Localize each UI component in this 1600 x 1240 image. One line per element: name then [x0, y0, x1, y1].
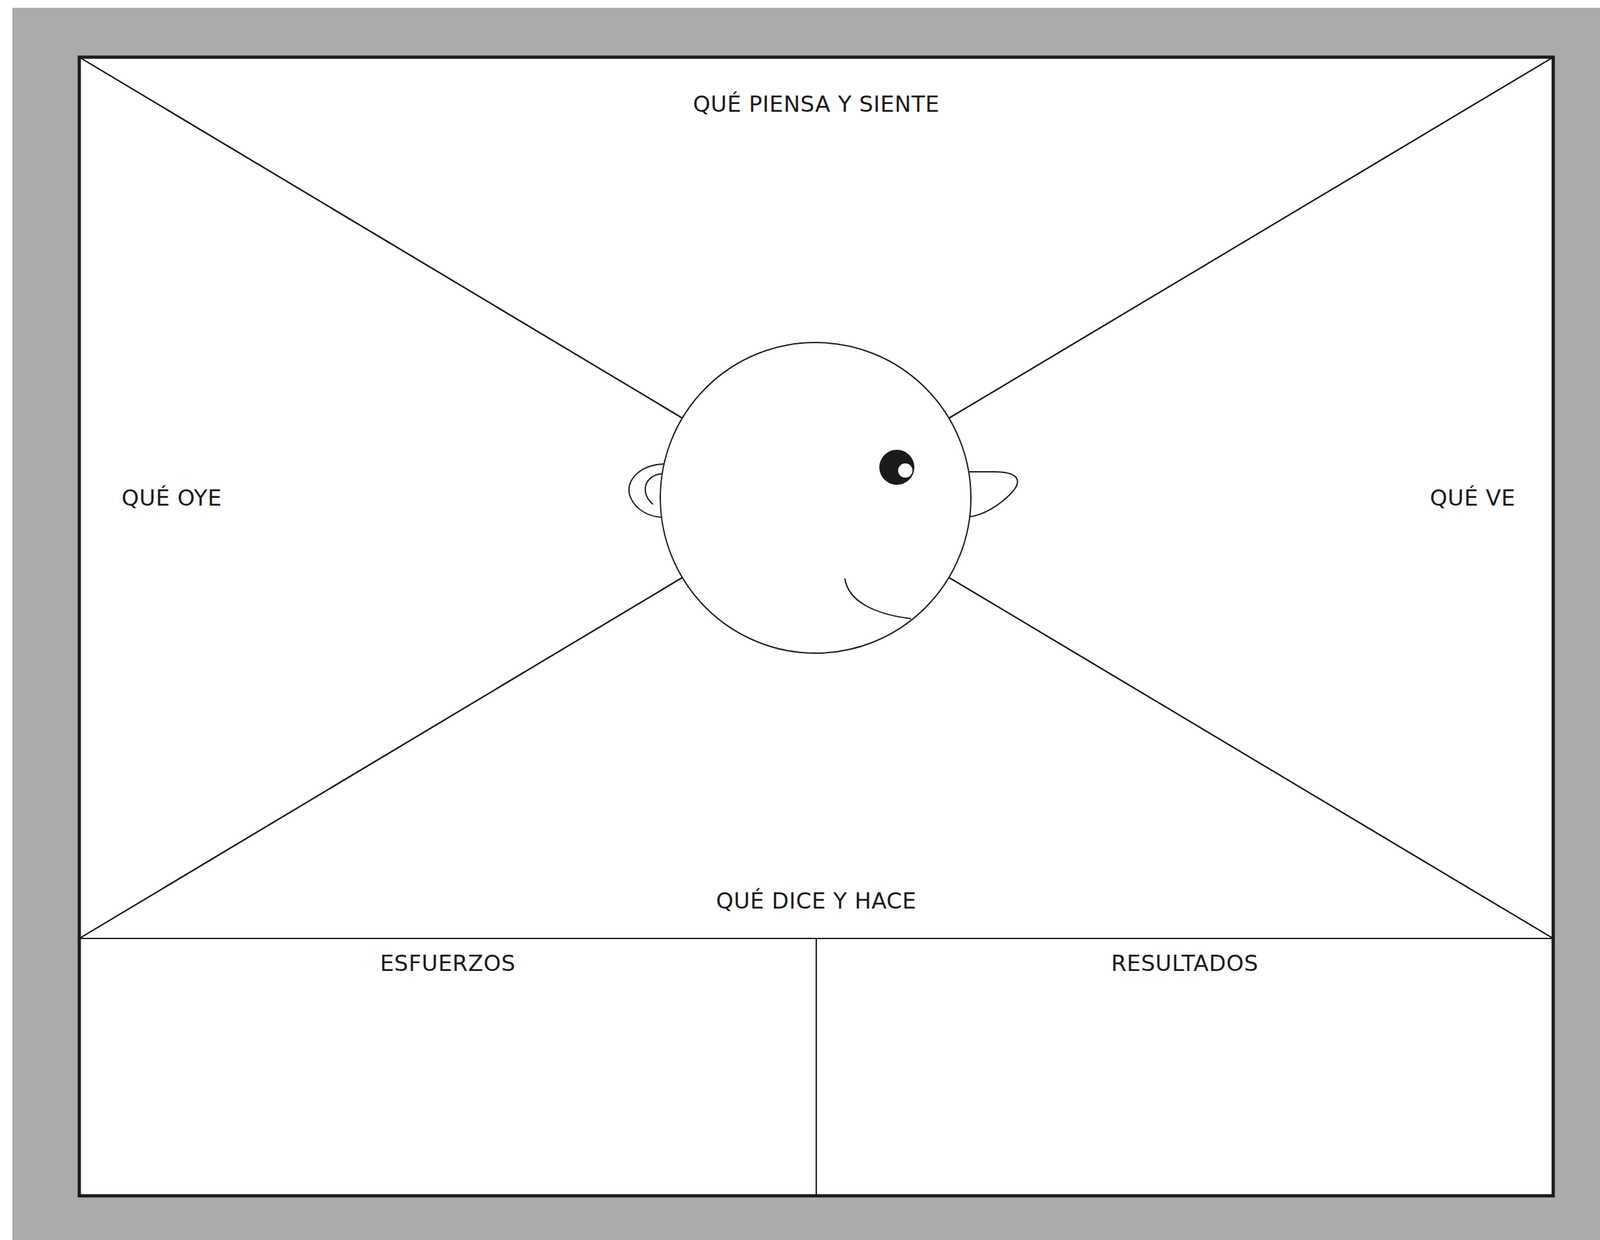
eye [879, 449, 915, 485]
map-region: QUÉ DICE Y HACE [79, 497, 1554, 939]
region-border [79, 57, 683, 418]
region-border [79, 577, 683, 939]
region-outline [79, 57, 1554, 498]
box-border [816, 938, 1554, 1196]
category-box: ESFUERZOS [79, 938, 817, 1196]
region-border [78, 57, 80, 939]
region-border [948, 577, 1554, 939]
region-label: QUÉ DICE Y HACE [716, 887, 917, 915]
region-label: ESFUERZOS [380, 950, 517, 977]
box-border [79, 938, 817, 1196]
region-label: RESULTADOS [1111, 950, 1259, 977]
region-border [948, 57, 1554, 418]
region-outline [79, 938, 817, 1196]
map-frame [79, 57, 1554, 1196]
region-border [1552, 57, 1554, 939]
region-border [79, 57, 683, 418]
inner-ear [645, 473, 662, 505]
region-label: QUÉ VE [1429, 484, 1516, 512]
region-border [79, 56, 1554, 58]
map-region: QUÉ VE [816, 57, 1554, 939]
region-outline [816, 938, 1554, 1196]
head-circle [660, 342, 971, 654]
eye-highlight [898, 463, 913, 478]
region-label: QUÉ PIENSA Y SIENTE [692, 90, 940, 118]
region-border [948, 57, 1554, 418]
smile [844, 578, 912, 619]
region-border [948, 577, 1554, 939]
region-label: QUÉ OYE [121, 484, 223, 512]
map-region: QUÉ PIENSA Y SIENTE [79, 57, 1554, 498]
region-border [79, 577, 683, 939]
grey-ground [12, 7, 1600, 1240]
right-ear [968, 471, 1018, 517]
region-outline [79, 497, 1554, 939]
map-region: QUÉ OYE [79, 57, 817, 939]
category-box: RESULTADOS [816, 938, 1554, 1196]
